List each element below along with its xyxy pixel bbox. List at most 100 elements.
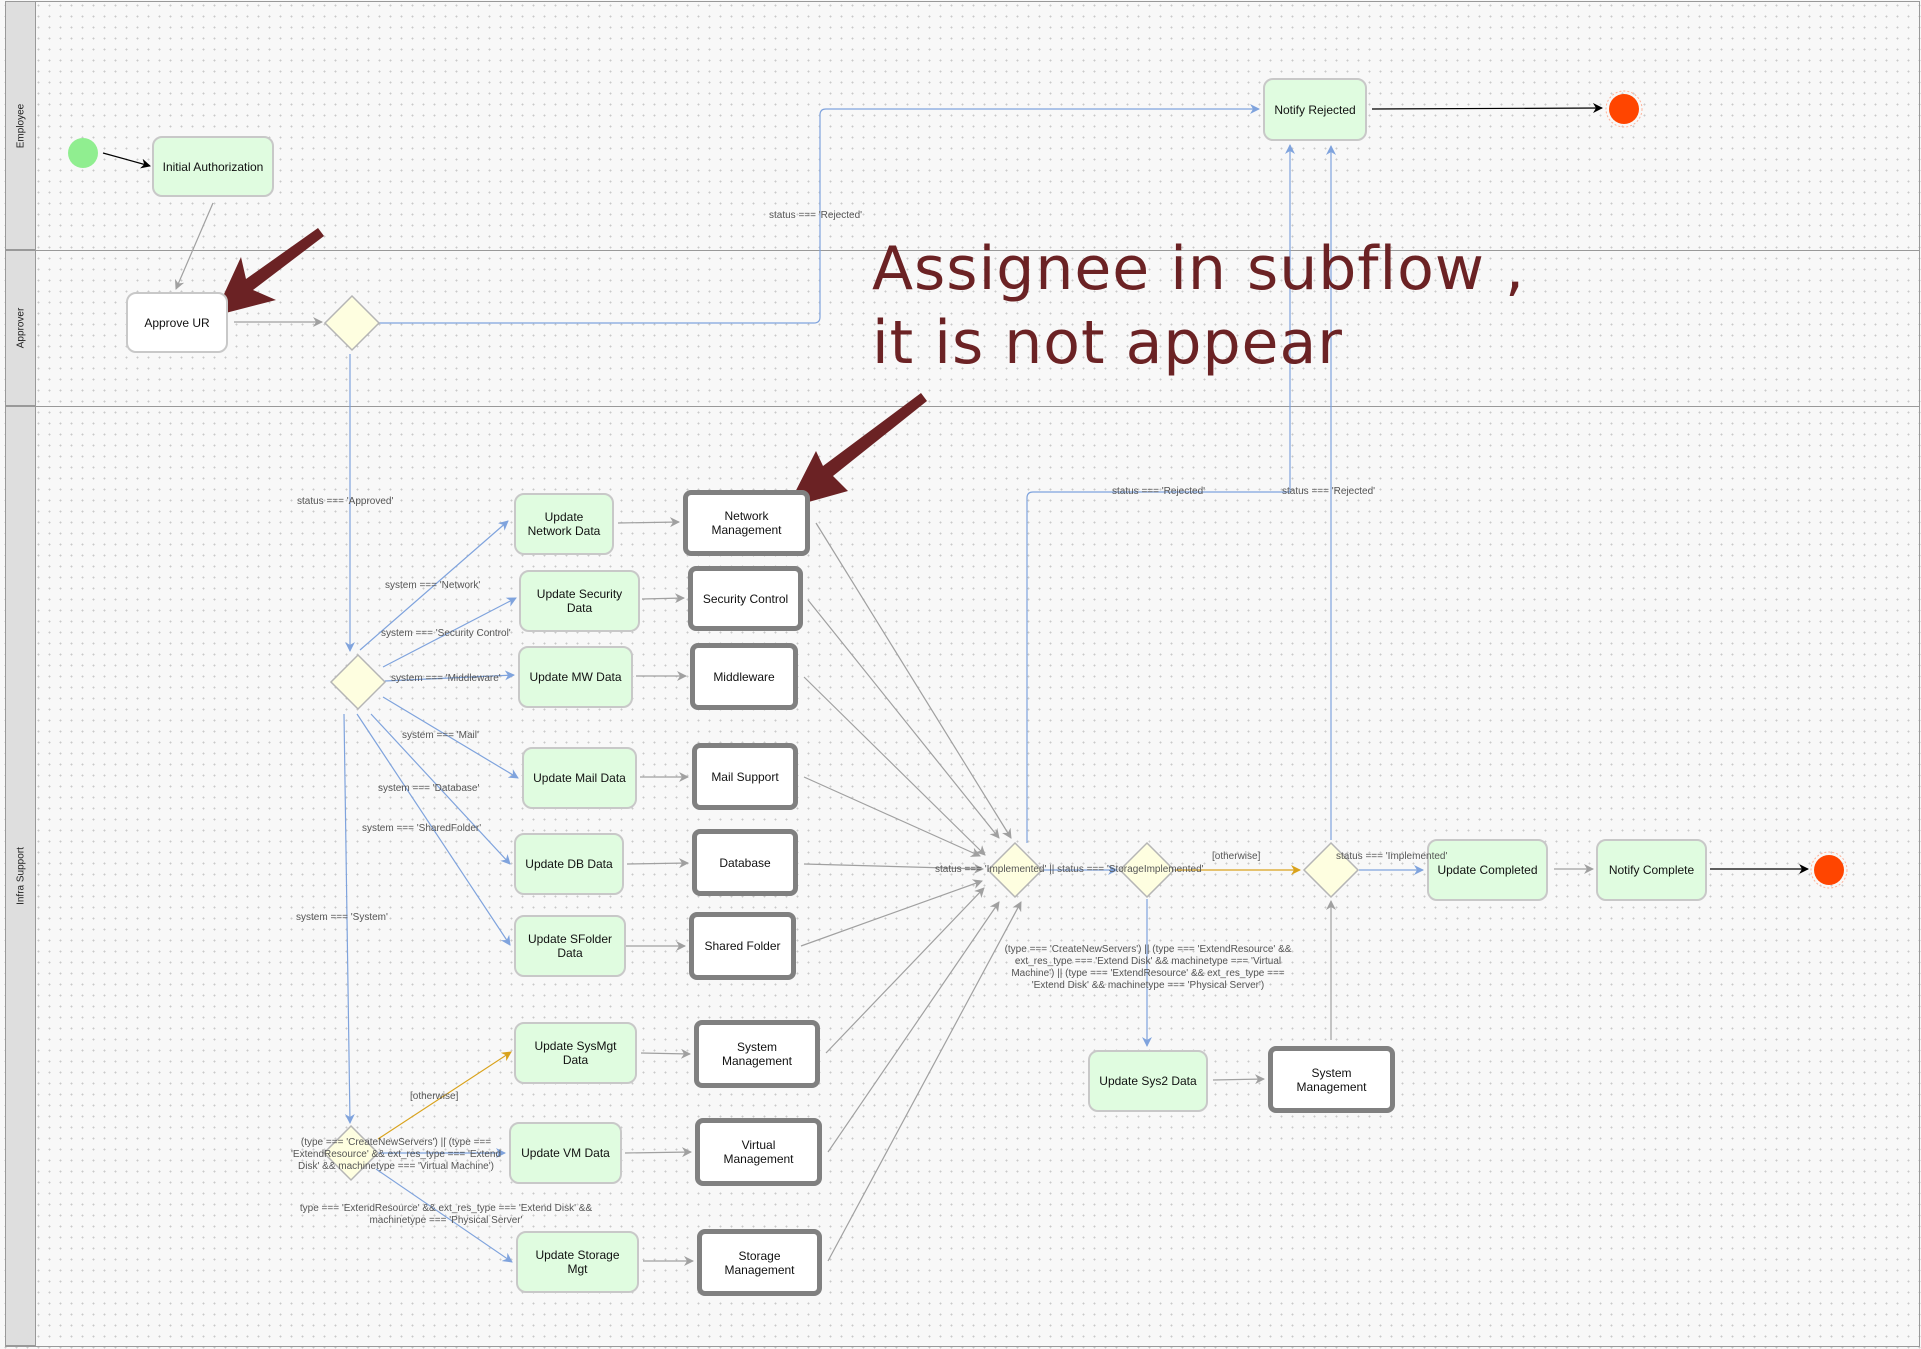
lane-approver[interactable]: Approver — [5, 250, 36, 406]
task-update-vm-data[interactable]: Update VM Data — [509, 1122, 622, 1184]
edge-start-initial[interactable] — [102, 152, 151, 169]
edge-sysmgmt-gw4[interactable] — [825, 887, 985, 1054]
edge-middleware-gw4[interactable] — [803, 676, 986, 856]
subflow-storage-management[interactable]: Storage Management — [697, 1229, 822, 1296]
task-update-db-data[interactable]: Update DB Data — [514, 833, 624, 895]
node-label: Update VM Data — [521, 1146, 610, 1160]
node-label: Update SysMgt Data — [534, 1039, 617, 1067]
edge-network-subflow[interactable] — [617, 517, 680, 528]
gateway-system-type[interactable] — [322, 1124, 380, 1182]
edge-database-gw4[interactable] — [803, 863, 984, 874]
subflow-system-management-2[interactable]: System Management — [1268, 1046, 1395, 1113]
lane-employee[interactable]: Employee — [5, 1, 36, 250]
edge-label-sys-database: system === 'Database' — [378, 783, 480, 794]
edge-label-rejected-mid-2: status === 'Rejected' — [1282, 486, 1376, 497]
subflow-database[interactable]: Database — [692, 829, 798, 896]
gateway-storage-implemented[interactable] — [1118, 841, 1176, 899]
task-update-network-data[interactable]: Update Network Data — [514, 493, 614, 555]
task-update-sysmgt-data[interactable]: Update SysMgt Data — [514, 1022, 637, 1084]
edge-label-rejected-top: status === 'Rejected' — [769, 210, 863, 221]
edge-sharedfolder-gw4[interactable] — [800, 879, 983, 947]
edge-gw2-gw3[interactable] — [343, 713, 355, 1124]
edge-label-rejected-mid-1: status === 'Rejected' — [1112, 486, 1206, 497]
edge-gw2-security[interactable] — [382, 597, 517, 668]
node-label: Security Control — [702, 591, 789, 606]
start-event[interactable] — [68, 138, 98, 168]
node-label: Notify Rejected — [1274, 102, 1356, 117]
gateway-final-status[interactable] — [1302, 841, 1360, 899]
node-label: Middleware — [713, 669, 775, 684]
lane-border-right — [1919, 1, 1920, 1346]
lane-border-approver — [5, 406, 1920, 407]
edge-initial-approve[interactable] — [174, 202, 214, 290]
edge-gw2-mail[interactable] — [382, 696, 519, 779]
edge-sysmgt-subflow[interactable] — [640, 1048, 691, 1059]
edge-rejected-end[interactable] — [1371, 103, 1603, 114]
node-label: Notify Complete — [1608, 863, 1695, 877]
edge-gw2-network[interactable] — [359, 520, 509, 651]
edge-security-gw4[interactable] — [807, 599, 1000, 839]
end-event-complete[interactable] — [1814, 855, 1844, 885]
annotation-arrow-approve — [214, 228, 324, 316]
task-notify-rejected[interactable]: Notify Rejected — [1263, 78, 1367, 141]
subflow-network-management[interactable]: Network Management — [683, 490, 810, 556]
edge-storage-gw4[interactable] — [827, 901, 1022, 1262]
annotation-arrow-network — [787, 393, 927, 508]
edge-label-sys-middleware: system === 'Middleware' — [391, 673, 501, 684]
edge-gw4-rejected[interactable] — [1026, 144, 1295, 843]
gateway-system[interactable] — [329, 653, 387, 711]
edge-label-approved: status === 'Approved' — [297, 496, 394, 507]
edge-gw3-sysmgt[interactable] — [377, 1051, 512, 1140]
subflow-shared-folder[interactable]: Shared Folder — [689, 912, 796, 980]
subflow-security-control[interactable]: Security Control — [688, 566, 803, 631]
edge-gw1-rejected[interactable] — [379, 104, 1260, 324]
edge-vm-subflow[interactable] — [624, 1147, 692, 1158]
lane-infra-support[interactable]: Infra Support — [5, 406, 36, 1346]
task-initial-authorization[interactable]: Initial Authorization — [152, 136, 274, 197]
edge-security-subflow[interactable] — [641, 593, 685, 604]
node-label: Update MW Data — [529, 670, 622, 684]
node-label: Shared Folder — [704, 939, 781, 953]
edge-label-sys-network: system === 'Network' — [385, 580, 481, 591]
task-approve-ur[interactable]: Approve UR — [126, 292, 228, 353]
edge-sys2-sysmgmt2[interactable] — [1212, 1074, 1265, 1085]
node-label: Database — [719, 855, 771, 870]
gateway-implemented[interactable] — [986, 841, 1044, 899]
edge-label-implemented-or-storage: status === 'Implemented' || status === '… — [935, 864, 1204, 875]
node-label: Update SFolder Data — [527, 932, 613, 960]
subflow-virtual-management[interactable]: Virtual Management — [695, 1118, 822, 1186]
edge-gw2-db[interactable] — [370, 713, 511, 865]
annotation-callout: Assignee in subflow , it is not appear — [872, 232, 1525, 380]
task-update-completed[interactable]: Update Completed — [1427, 839, 1548, 901]
node-label: Mail Support — [711, 769, 779, 784]
edge-gw3-storage[interactable] — [375, 1168, 513, 1263]
edge-label-storage-condition: type === 'ExtendResource' && ext_res_typ… — [299, 1203, 593, 1226]
lane-border-bottom — [5, 1346, 1920, 1347]
end-event-rejected[interactable] — [1609, 94, 1639, 124]
node-label: Initial Authorization — [162, 159, 264, 174]
node-label: Update Network Data — [527, 510, 601, 538]
subflow-mail-support[interactable]: Mail Support — [692, 743, 798, 810]
edge-networkmgmt-gw4[interactable] — [815, 522, 1012, 839]
annotation-line-1: Assignee in subflow , — [872, 234, 1526, 304]
edge-label-implemented: status === 'Implemented' — [1336, 851, 1448, 862]
edge-mail-gw4[interactable] — [803, 776, 981, 857]
task-update-storage-mgt[interactable]: Update Storage Mgt — [516, 1231, 639, 1293]
node-label: System Management — [1296, 1065, 1367, 1094]
task-notify-complete[interactable]: Notify Complete — [1596, 839, 1707, 901]
task-update-mail-data[interactable]: Update Mail Data — [522, 747, 637, 809]
annotation-line-2: it is not appear — [872, 308, 1343, 378]
lane-border-employee — [5, 250, 1920, 251]
edge-gw2-mw[interactable] — [384, 670, 515, 682]
task-update-sys2-data[interactable]: Update Sys2 Data — [1088, 1050, 1208, 1112]
task-update-security-data[interactable]: Update Security Data — [519, 570, 640, 632]
subflow-system-management[interactable]: System Management — [694, 1020, 820, 1088]
gateway-approval[interactable] — [323, 294, 381, 352]
edge-gw2-sfolder[interactable] — [356, 713, 511, 946]
task-update-sfolder-data[interactable]: Update SFolder Data — [514, 915, 626, 977]
task-update-mw-data[interactable]: Update MW Data — [518, 646, 633, 708]
edge-label-sys2-condition: (type === 'CreateNewServers') || (type =… — [1004, 944, 1292, 991]
subflow-middleware[interactable]: Middleware — [690, 643, 798, 710]
edge-virtual-gw4[interactable] — [827, 901, 1000, 1153]
edge-db-subflow[interactable] — [626, 858, 689, 869]
